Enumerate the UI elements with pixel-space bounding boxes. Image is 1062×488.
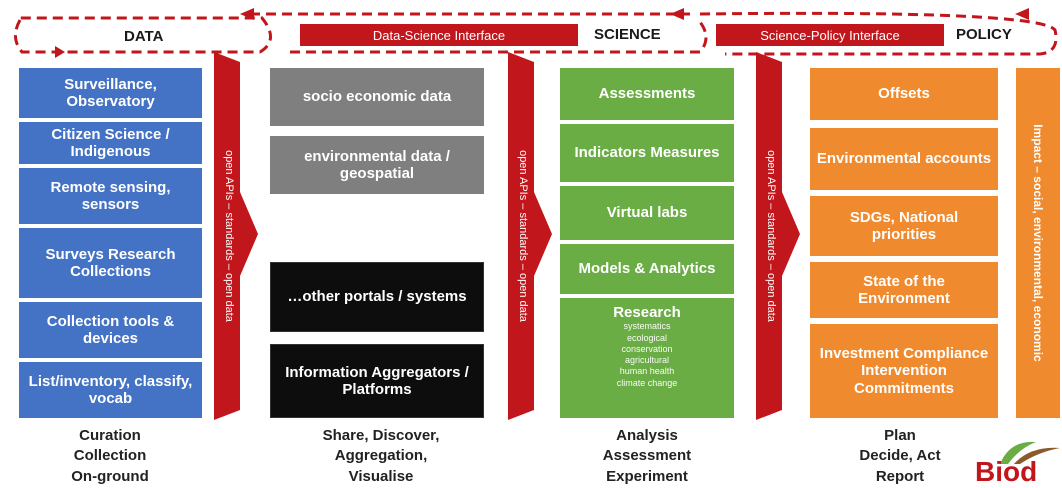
- science-box-indicators: Indicators Measures: [560, 124, 734, 182]
- logo-text: Biod: [975, 456, 1038, 487]
- policy-box-sdgs: SDGs, National priorities: [810, 196, 998, 256]
- data-box-citizen-science: Citizen Science / Indigenous: [19, 122, 202, 164]
- research-item: climate change: [616, 377, 678, 388]
- impact-label: Impact – social, environmental, economic: [1031, 124, 1045, 362]
- research-item: human health: [619, 366, 675, 377]
- arrow-label-2: open APIs – standards – open data: [517, 150, 529, 322]
- header-policy: POLICY: [956, 26, 1012, 43]
- science-box-models: Models & Analytics: [560, 244, 734, 294]
- data-box-surveys: Surveys Research Collections: [19, 228, 202, 298]
- science-box-research: Research systematics ecological conserva…: [560, 298, 734, 418]
- science-policy-interface-label: Science-Policy Interface: [716, 24, 944, 46]
- footer-analysis: Analysis Assessment Experiment: [602, 427, 692, 485]
- policy-box-investment: Investment Compliance Intervention Commi…: [810, 324, 998, 418]
- logo-leaf-icon: [1000, 441, 1060, 464]
- data-box-remote-sensing: Remote sensing, sensors: [19, 168, 202, 224]
- policy-box-offsets: Offsets: [810, 68, 998, 120]
- research-item: systematics: [623, 321, 671, 332]
- research-title: Research: [613, 304, 681, 321]
- share-box-environmental: environmental data / geospatial: [270, 136, 484, 194]
- arrow-label-3: open APIs – standards – open data: [765, 150, 777, 322]
- share-box-other-portals: …other portals / systems: [270, 262, 484, 332]
- research-item: conservation: [621, 343, 673, 354]
- research-item: agricultural: [624, 355, 670, 365]
- share-box-aggregators: Information Aggregators / Platforms: [270, 344, 484, 418]
- header-science: SCIENCE: [594, 26, 661, 43]
- share-box-socio-economic: socio economic data: [270, 68, 484, 126]
- data-box-collection-tools: Collection tools & devices: [19, 302, 202, 358]
- data-science-interface-label: Data-Science Interface: [300, 24, 578, 46]
- footer-curation: Curation Collection On-ground: [71, 427, 149, 485]
- footer-share: Share, Discover, Aggregation, Visualise: [322, 427, 440, 485]
- policy-box-state-of-environment: State of the Environment: [810, 262, 998, 318]
- header-data: DATA: [124, 28, 164, 45]
- impact-bar: [1016, 68, 1060, 418]
- top-cycle-dashed-arrows: [14, 8, 1058, 58]
- data-box-list-inventory: List/inventory, classify, vocab: [19, 362, 202, 418]
- science-box-virtual-labs: Virtual labs: [560, 186, 734, 240]
- footer-plan: Plan Decide, Act Report: [859, 427, 941, 485]
- research-item: ecological: [626, 332, 668, 343]
- arrow-label-1: open APIs – standards – open data: [223, 150, 235, 322]
- interface-arrow-2: [508, 52, 552, 420]
- interface-arrow-3: [756, 52, 800, 420]
- interface-arrow-1: [214, 52, 258, 420]
- policy-box-environmental-accounts: Environmental accounts: [810, 128, 998, 190]
- science-box-assessments: Assessments: [560, 68, 734, 120]
- data-box-surveillance: Surveillance, Observatory: [19, 68, 202, 118]
